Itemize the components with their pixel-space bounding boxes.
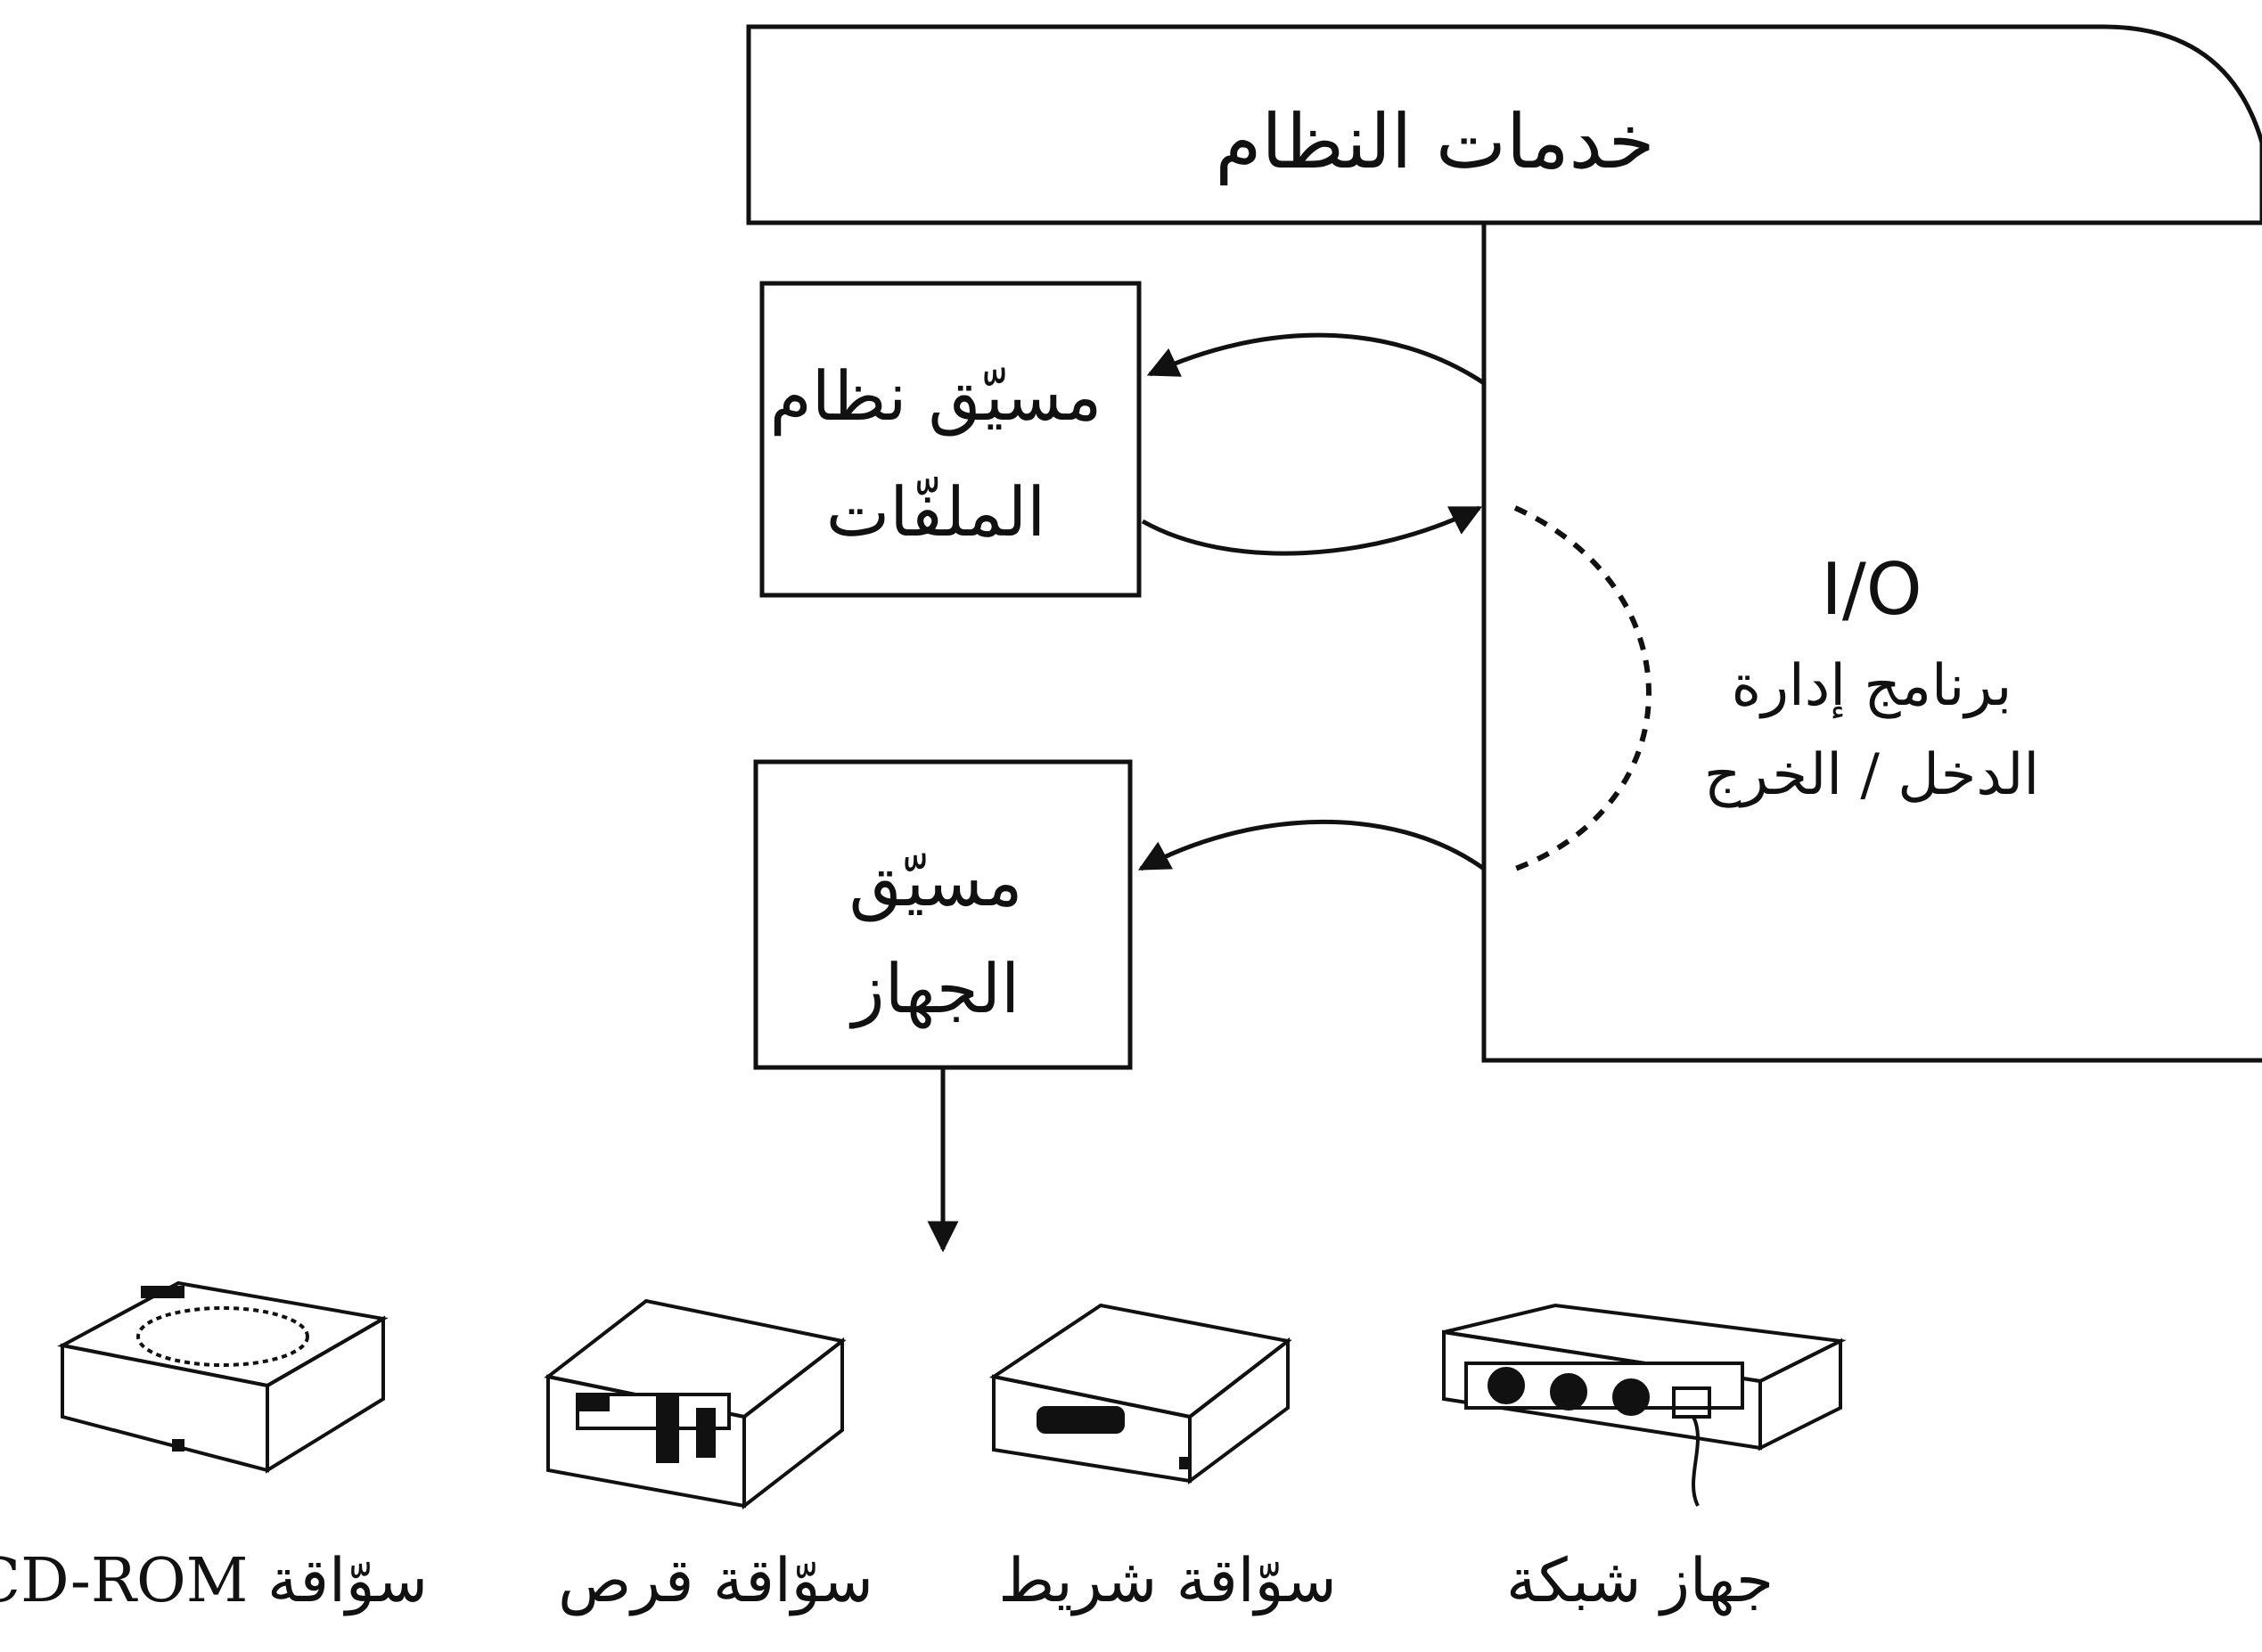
tape-drive-label: سوّاقة شريط [958,1546,1377,1616]
io-manager-line2: الدخل / الخرج [1604,731,2139,820]
arrow-fs-driver-to-io [1143,508,1479,553]
file-system-driver-label: مسيّق نظام الملفّات [758,339,1114,570]
system-services-label: خدمات النظام [1034,98,1836,185]
device-driver-line2: الجهاز [758,936,1114,1043]
device-driver-line1: مسيّق [758,829,1114,936]
arrow-io-to-fs-driver [1150,335,1484,383]
network-device-label: جهاز شبكة [1430,1546,1849,1616]
disk-drive-icon [548,1301,842,1506]
arrow-io-to-device-driver [1141,822,1484,869]
device-driver-label: مسيّق الجهاز [758,829,1114,1043]
disk-drive-label: سوّاقة قرص [506,1546,925,1616]
tape-drive-icon [994,1305,1288,1481]
cd-rom-drive-label: سوّاقة CD-ROM [9,1546,428,1616]
cd-rom-drive-icon [62,1283,383,1470]
network-device-icon [1444,1305,1840,1506]
file-system-driver-line2: الملفّات [758,454,1114,570]
file-system-driver-line1: مسيّق نظام [758,339,1114,454]
io-code-label: I/O [1676,548,2068,631]
io-manager-line1: برنامج إدارة [1604,642,2139,731]
io-manager-label: برنامج إدارة الدخل / الخرج [1604,642,2139,820]
